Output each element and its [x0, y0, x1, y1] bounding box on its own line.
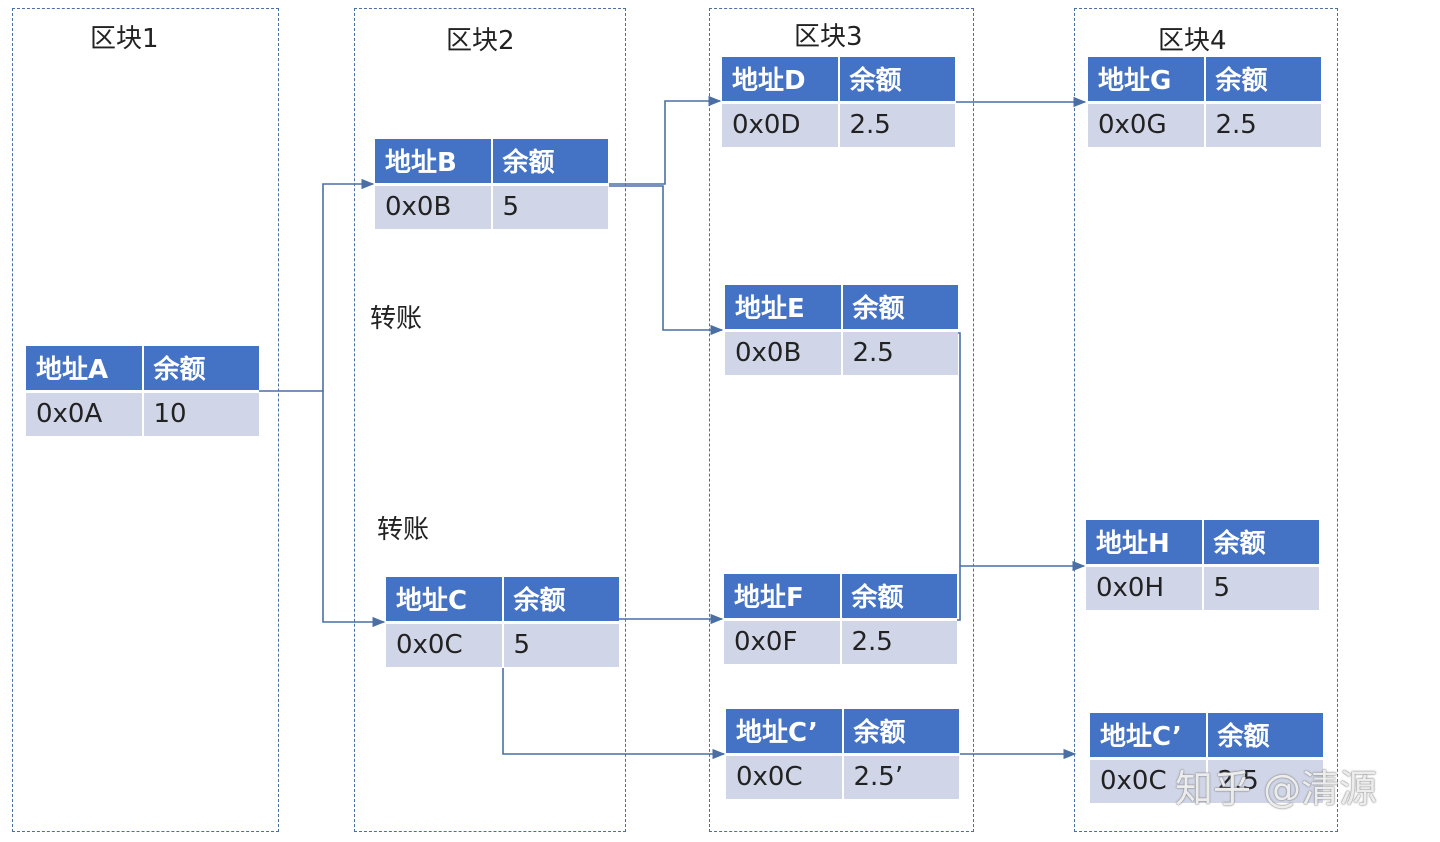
zhihu-watermark: 知乎 @清源: [1175, 767, 1378, 811]
address-header: 地址D: [722, 57, 838, 101]
balance-header: 余额: [842, 285, 958, 329]
address-value: 0x0B: [375, 185, 491, 229]
account-table-d: 地址D 余额 0x0D 2.5: [722, 57, 955, 147]
block-4-title: 区块4: [1158, 26, 1227, 56]
address-value: 0x0B: [725, 331, 841, 375]
address-value: 0x0C: [726, 755, 842, 799]
transfer-label-lower: 转账: [377, 515, 430, 545]
account-table-h: 地址H 余额 0x0H 5: [1086, 520, 1319, 610]
block-2-title: 区块2: [446, 26, 515, 56]
account-table-a: 地址A 余额 0x0A 10: [26, 346, 259, 436]
account-table-g: 地址G 余额 0x0G 2.5: [1088, 57, 1321, 147]
balance-header: 余额: [1203, 520, 1319, 564]
balance-header: 余额: [1207, 713, 1323, 757]
account-table-c-prime-block3: 地址C’ 余额 0x0C 2.5’: [726, 709, 959, 799]
balance-header: 余额: [503, 577, 619, 621]
address-value: 0x0G: [1088, 103, 1204, 147]
balance-value: 2.5: [1207, 759, 1323, 803]
address-header: 地址B: [375, 139, 491, 183]
address-header: 地址E: [725, 285, 841, 329]
balance-value: 5: [503, 623, 619, 667]
block-3-title: 区块3: [794, 22, 863, 52]
block-2: [354, 8, 626, 832]
balance-header: 余额: [841, 574, 957, 618]
address-header: 地址F: [724, 574, 840, 618]
address-header: 地址C: [386, 577, 502, 621]
balance-value: 2.5: [839, 103, 955, 147]
block-1: [12, 8, 279, 832]
address-value: 0x0H: [1086, 566, 1202, 610]
transfer-label-upper: 转账: [370, 304, 423, 334]
balance-header: 余额: [839, 57, 955, 101]
address-header: 地址C’: [726, 709, 842, 753]
balance-value: 2.5: [1205, 103, 1321, 147]
address-value: 0x0F: [724, 620, 840, 664]
arrow-e-to-h: [958, 332, 1086, 572]
address-value: 0x0C: [386, 623, 502, 667]
account-table-e: 地址E 余额 0x0B 2.5: [725, 285, 958, 375]
account-table-f: 地址F 余额 0x0F 2.5: [724, 574, 957, 664]
balance-value: 2.5: [842, 331, 958, 375]
address-header: 地址C’: [1090, 713, 1206, 757]
account-table-b: 地址B 余额 0x0B 5: [375, 139, 608, 229]
address-header: 地址H: [1086, 520, 1202, 564]
block-1-title: 区块1: [90, 24, 159, 54]
address-value: 0x0A: [26, 392, 142, 436]
address-header: 地址A: [26, 346, 142, 390]
balance-header: 余额: [492, 139, 608, 183]
balance-header: 余额: [143, 346, 259, 390]
balance-value: 10: [143, 392, 259, 436]
balance-value: 2.5: [841, 620, 957, 664]
address-value: 0x0D: [722, 103, 838, 147]
account-table-c: 地址C 余额 0x0C 5: [386, 577, 619, 667]
balance-value: 5: [492, 185, 608, 229]
balance-value: 5: [1203, 566, 1319, 610]
address-value: 0x0C: [1090, 759, 1206, 803]
balance-value: 2.5’: [843, 755, 959, 799]
account-table-c-prime-block4: 地址C’ 余额 0x0C 2.5: [1090, 713, 1323, 803]
balance-header: 余额: [1205, 57, 1321, 101]
balance-header: 余额: [843, 709, 959, 753]
address-header: 地址G: [1088, 57, 1204, 101]
